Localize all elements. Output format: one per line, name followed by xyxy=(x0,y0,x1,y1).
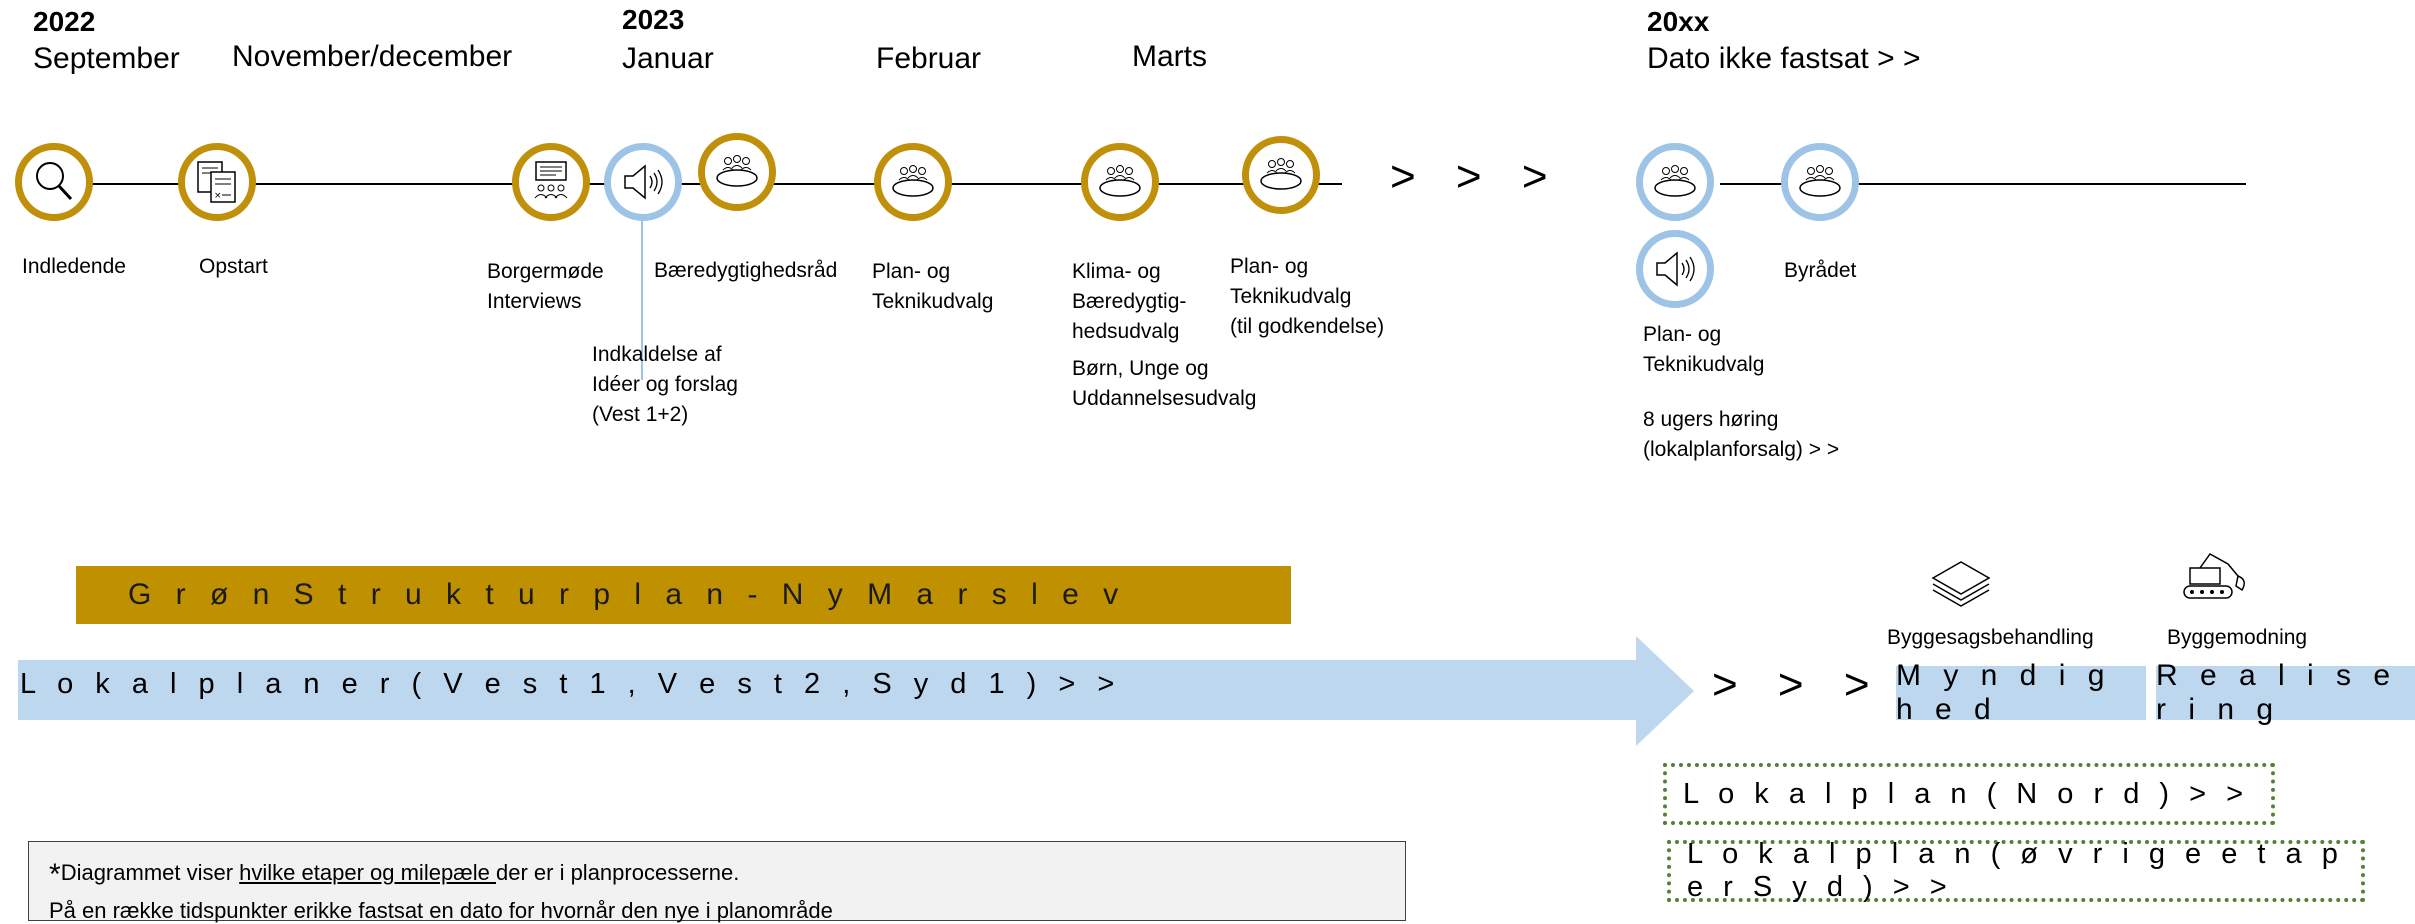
year-2022: 2022 xyxy=(33,6,96,37)
meeting-table-icon xyxy=(1799,165,1841,197)
label-indkaldelse: Indkaldelse af Idéer og forslag (Vest 1+… xyxy=(592,343,738,426)
phase-realisering-label: R e a l i s e r i n g xyxy=(2156,659,2398,726)
year-2023: 2023 xyxy=(622,4,685,35)
label-boern: Børn, Unge og Uddannelsesudvalg xyxy=(1072,357,1257,410)
label-hoering: 8 ugers høring (lokalplanforsalg) > > xyxy=(1643,408,1840,461)
phase-lokalplaner-arrow xyxy=(18,636,1694,746)
milestone-indkaldelse-circle xyxy=(604,143,682,221)
milestone-borgermode-circle xyxy=(512,143,590,221)
phase-lokalplan-syd-label: L o k a l p l a n ( ø v r i g e e t a p … xyxy=(1687,838,2344,903)
label-byggesagsbehandling: Byggesagsbehandling xyxy=(1887,626,2094,649)
phase-myndighed: M y n d i g h e d xyxy=(1896,659,2146,726)
milestone-indledende-circle xyxy=(15,143,93,221)
footnote-post: der er i planprocesserne. xyxy=(495,860,740,885)
footnote-line-2: På en række tidspunkter erikke fastsat e… xyxy=(49,898,833,923)
phase-continuation-arrows: > > > xyxy=(1712,660,1884,709)
month-september: September xyxy=(33,42,180,75)
milestone-plan-teknik-2-circle xyxy=(1242,136,1320,214)
label-plan-teknik-3: Plan- og Teknikudvalg xyxy=(1643,323,1765,376)
label-klima: Klima- og Bæredygtig- hedsudvalg xyxy=(1072,260,1187,343)
connector-line xyxy=(641,220,643,380)
meeting-table-icon xyxy=(716,155,758,187)
phase-lokalplaner-label: L o k a l p l a n e r ( V e s t 1 , V e … xyxy=(20,668,1122,700)
label-plan-teknik-2: Plan- og Teknikudvalg (til godkendelse) xyxy=(1230,255,1385,338)
month-dato-ikke-fastsat: Dato ikke fastsat > > xyxy=(1647,42,1921,75)
timeline-line-future xyxy=(1720,183,2246,185)
stack-of-papers-icon xyxy=(1925,550,1997,627)
label-baeredygtighedsraad: Bæredygtighedsråd xyxy=(654,259,838,282)
footnote-line-1: *Diagrammet viser hvilke etaper og milep… xyxy=(49,858,1405,892)
label-indledende: Indledende xyxy=(22,255,126,278)
milestone-plan-teknik-1-circle xyxy=(874,143,952,221)
milestone-plan-teknik-3-circle xyxy=(1636,143,1714,221)
label-byraadet: Byrådet xyxy=(1784,259,1857,282)
megaphone-icon xyxy=(1656,251,1695,287)
label-byggemodning: Byggemodning xyxy=(2167,626,2308,649)
label-plan-teknik-1: Plan- og Teknikudvalg xyxy=(872,260,994,313)
milestone-opstart-circle: × xyxy=(178,143,256,221)
month-januar: Januar xyxy=(622,42,714,75)
phase-myndighed-label: M y n d i g h e d xyxy=(1896,659,2112,726)
month-november-december: November/december xyxy=(232,40,513,73)
magnifier-icon xyxy=(36,162,73,201)
phase-lokalplan-nord: L o k a l p l a n ( N o r d ) > > xyxy=(1663,763,2275,825)
month-februar: Februar xyxy=(876,42,982,75)
footnote-box: *Diagrammet viser hvilke etaper og milep… xyxy=(28,841,1406,923)
phase-lokalplan-nord-label: L o k a l p l a n ( N o r d ) > > xyxy=(1683,777,2250,810)
milestone-klima-circle xyxy=(1081,143,1159,221)
documents-icon: × xyxy=(197,161,236,203)
footnote-star: * xyxy=(49,858,61,891)
month-marts: Marts xyxy=(1132,40,1207,73)
excavator-icon xyxy=(2176,540,2256,617)
presentation-audience-icon xyxy=(534,161,568,199)
phase-realisering: R e a l i s e r i n g xyxy=(2156,659,2415,726)
label-opstart: Opstart xyxy=(199,255,268,278)
milestone-baeredygtighedsraad-circle xyxy=(698,133,776,211)
continuation-arrows: > > > xyxy=(1390,152,1562,201)
label-borgermode: Borgermøde Interviews xyxy=(487,260,604,313)
milestone-hoering-circle xyxy=(1636,230,1714,308)
meeting-table-icon xyxy=(1654,165,1696,197)
meeting-table-icon xyxy=(1099,165,1141,197)
year-20xx: 20xx xyxy=(1647,6,1710,37)
footnote-pre: Diagrammet viser xyxy=(60,860,240,885)
footnote-underlined: hvilke etaper og milepæle xyxy=(239,860,496,885)
svg-text:×: × xyxy=(214,191,222,201)
phase-gron-label: G r ø n S t r u k t u r p l a n - N y M … xyxy=(128,578,1127,611)
phase-gron-strukturplan: G r ø n S t r u k t u r p l a n - N y M … xyxy=(76,566,1291,624)
meeting-table-icon xyxy=(892,165,934,197)
phase-lokalplan-syd: L o k a l p l a n ( ø v r i g e e t a p … xyxy=(1667,838,2365,903)
megaphone-icon xyxy=(624,164,663,200)
meeting-table-icon xyxy=(1260,158,1302,190)
milestone-byraadet-circle xyxy=(1781,143,1859,221)
